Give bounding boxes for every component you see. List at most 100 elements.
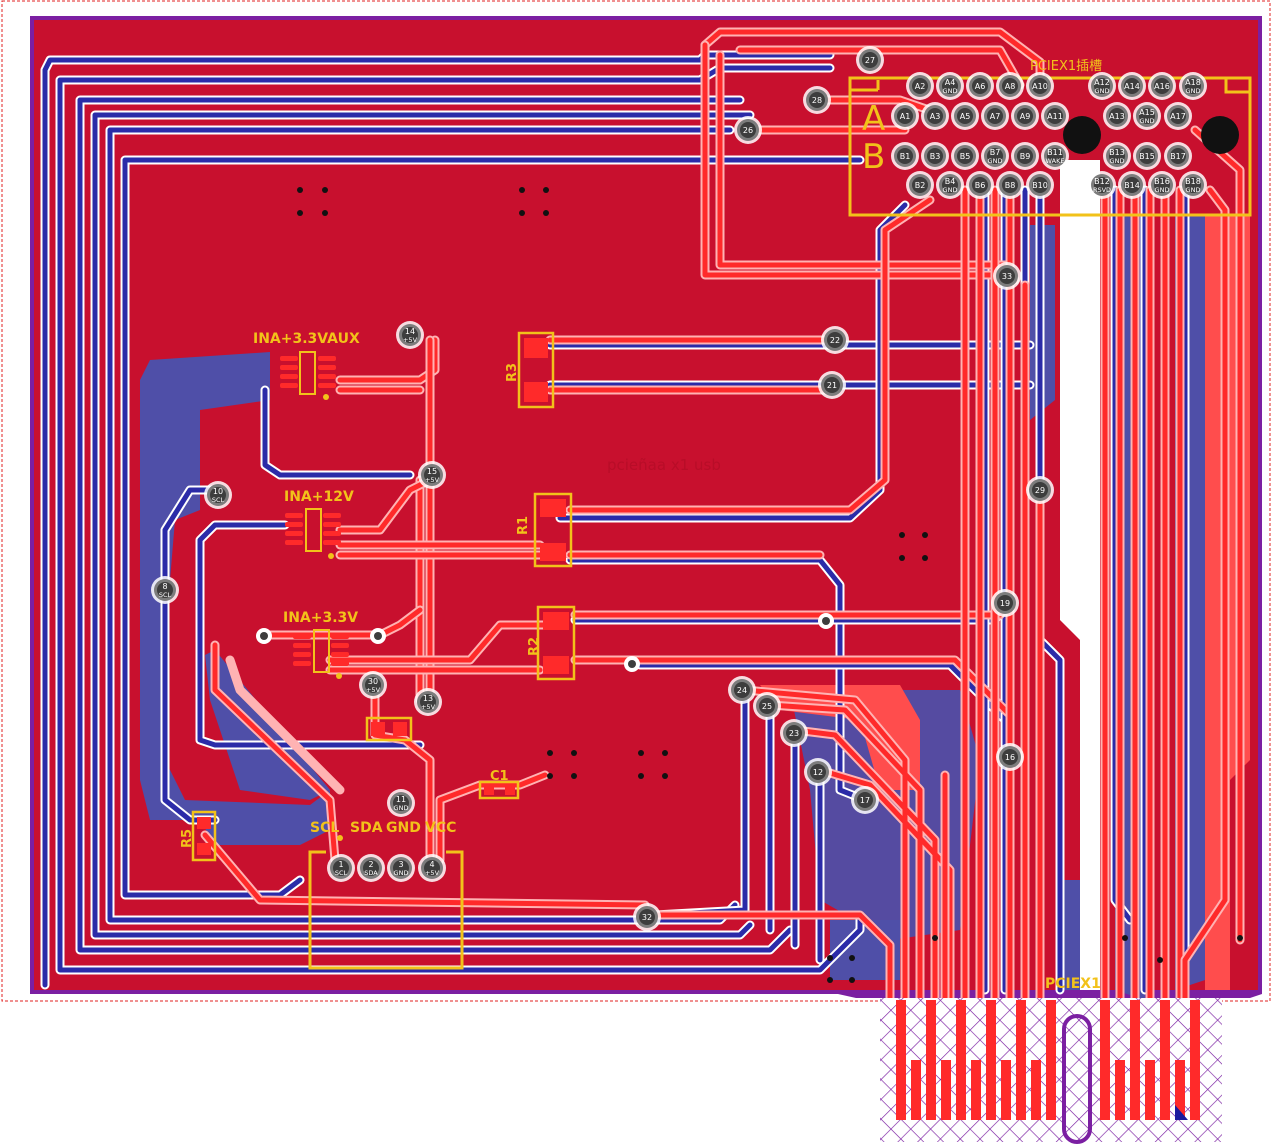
header-pin-4[interactable]: 4+5V (418, 854, 446, 882)
resistor-r5[interactable]: R5 (180, 810, 217, 862)
via-16[interactable]: 16 (996, 743, 1024, 771)
pcie-pin-b9[interactable]: B9 (1011, 142, 1039, 170)
edge-finger (1031, 1060, 1041, 1120)
via-33[interactable]: 33 (993, 262, 1021, 290)
pad-net-label: +5V (366, 686, 381, 694)
pad-net-label: GND (943, 87, 958, 95)
pad-number: 12 (813, 768, 823, 777)
header-label-scl: SCL (310, 820, 339, 836)
pad-net-label: SCL (212, 496, 225, 504)
pcie-pin-a8[interactable]: A8 (996, 72, 1024, 100)
pad-number: B3 (930, 152, 941, 161)
via-14[interactable]: 14+5V (396, 321, 424, 349)
via-13[interactable]: 13+5V (414, 688, 442, 716)
pad-number: B14 (1124, 181, 1140, 190)
pad-net-label: +5V (425, 476, 440, 484)
via-28[interactable]: 28 (803, 86, 831, 114)
pcie-edge-connector (880, 998, 1222, 1144)
pcie-pin-b15[interactable]: B15 (1133, 142, 1161, 170)
small-via (370, 628, 386, 644)
small-via (818, 613, 834, 629)
pcie-pin-b10[interactable]: B10 (1026, 171, 1054, 199)
via-30[interactable]: 30+5V (359, 671, 387, 699)
ina-chip-3v3aux[interactable]: INA+3.3VAUX (253, 331, 360, 400)
via-12[interactable]: 12 (804, 758, 832, 786)
via-27[interactable]: 27 (856, 46, 884, 74)
ina-chip-12v[interactable]: INA+12V (284, 489, 354, 559)
edge-finger (986, 1000, 996, 1120)
via-25[interactable]: 25 (753, 692, 781, 720)
pcie-pin-b8[interactable]: B8 (996, 171, 1024, 199)
pcie-pin-a1[interactable]: A1 (891, 102, 919, 130)
pad-number: 21 (827, 381, 837, 390)
pad-number: A2 (915, 82, 926, 91)
pcie-pin-a13[interactable]: A13 (1103, 102, 1131, 130)
mounting-hole (1063, 116, 1101, 154)
via-29[interactable]: 29 (1026, 476, 1054, 504)
pcie-pin-a14[interactable]: A14 (1118, 72, 1146, 100)
resistor-label: R5 (180, 829, 195, 848)
pad-number: 4 (429, 860, 434, 869)
pcie-pin-a11[interactable]: A11 (1041, 102, 1069, 130)
smd-component[interactable] (365, 716, 413, 742)
pad-number: 28 (812, 96, 822, 105)
pcie-pin-b2[interactable]: B2 (906, 171, 934, 199)
resistor-r1[interactable]: R1 (516, 492, 573, 568)
pad-number: A16 (1154, 82, 1170, 91)
pcie-pin-a16[interactable]: A16 (1148, 72, 1176, 100)
pcie-pin-b1[interactable]: B1 (891, 142, 919, 170)
via-22[interactable]: 22 (821, 326, 849, 354)
pcie-pin-b17[interactable]: B17 (1164, 142, 1192, 170)
resistor-r2[interactable]: R2 (527, 605, 576, 681)
pad-net-label: GND (1140, 117, 1155, 125)
pcie-pin-a9[interactable]: A9 (1011, 102, 1039, 130)
pad-number: B6 (975, 181, 986, 190)
via-15[interactable]: 15+5V (418, 461, 446, 489)
ina-chip-3v3[interactable]: INA+3.3V (283, 610, 358, 679)
pcie-pin-b5[interactable]: B5 (951, 142, 979, 170)
via-23[interactable]: 23 (780, 719, 808, 747)
pcie-pin-b14[interactable]: B14 (1118, 171, 1146, 199)
pad-net-label: SDA (364, 869, 378, 877)
pcie-pin-a5[interactable]: A5 (951, 102, 979, 130)
via-19[interactable]: 19 (991, 589, 1019, 617)
pcie-pin-b6[interactable]: B6 (966, 171, 994, 199)
via-24[interactable]: 24 (728, 676, 756, 704)
pad-number: B10 (1032, 181, 1048, 190)
pad-net-label: GND (394, 804, 409, 812)
pcie-pin-a17[interactable]: A17 (1164, 102, 1192, 130)
capacitor-c1[interactable]: C1 (478, 769, 520, 800)
pcie-pin-b3[interactable]: B3 (921, 142, 949, 170)
via-21[interactable]: 21 (818, 371, 846, 399)
pcie-pin-a7[interactable]: A7 (981, 102, 1009, 130)
pad-net-label: GND (1095, 87, 1110, 95)
resistor-r3[interactable]: R3 (505, 331, 555, 409)
via-32[interactable]: 32 (633, 903, 661, 931)
via-26[interactable]: 26 (734, 116, 762, 144)
via-17[interactable]: 17 (851, 786, 879, 814)
pcie-pin-a2[interactable]: A2 (906, 72, 934, 100)
pcie-pin-a3[interactable]: A3 (921, 102, 949, 130)
edge-finger (1016, 1000, 1026, 1120)
pcie-pin-a6[interactable]: A6 (966, 72, 994, 100)
pcie-pin-a10[interactable]: A10 (1026, 72, 1054, 100)
pad-number: B4 (945, 177, 956, 186)
